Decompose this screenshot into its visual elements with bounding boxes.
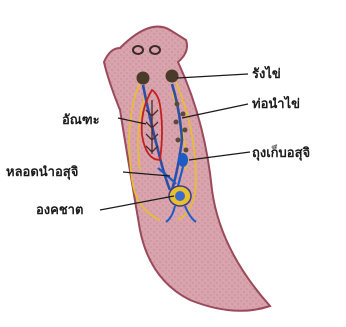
planarian-body xyxy=(104,27,270,311)
label-sperm-duct: หลอดนำอสุจิ xyxy=(6,164,78,180)
label-ovary: รังไข่ xyxy=(252,65,281,82)
label-testis: อัณฑะ xyxy=(62,113,100,128)
seminal-receptacle xyxy=(178,153,188,167)
label-seminal-receptacle: ถุงเก็บอสุจิ xyxy=(252,143,310,161)
label-oviduct: ท่อนำไข่ xyxy=(252,95,300,112)
label-penis: องคชาต xyxy=(36,203,83,218)
leader-ovary xyxy=(177,74,248,78)
